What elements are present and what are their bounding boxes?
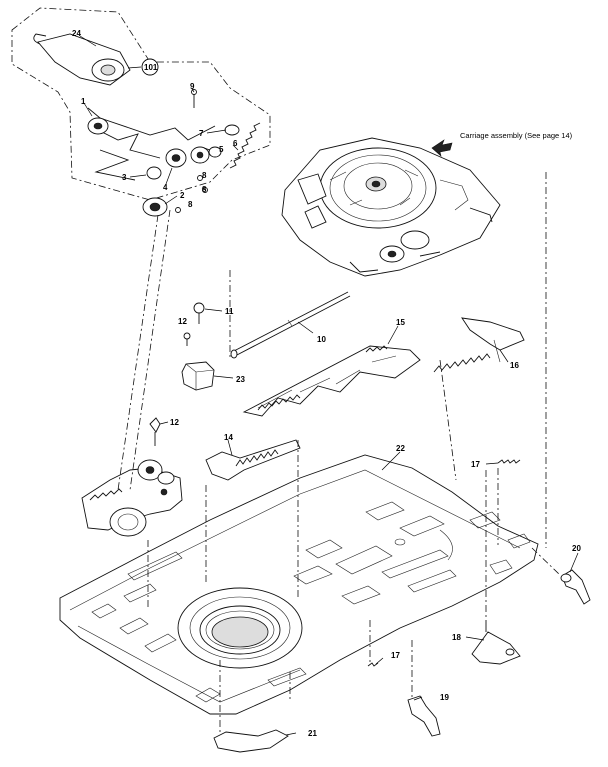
label-11: 11 bbox=[225, 307, 234, 316]
alignment-lines bbox=[117, 172, 561, 735]
label-7: 7 bbox=[199, 129, 204, 138]
label-8a: 8 bbox=[202, 171, 207, 180]
slide-plate-15 bbox=[242, 345, 421, 417]
label-10: 10 bbox=[317, 335, 326, 344]
loading-motor-assembly bbox=[81, 417, 183, 537]
label-1: 1 bbox=[81, 97, 86, 106]
lever-16 bbox=[433, 317, 525, 373]
label-20: 20 bbox=[572, 544, 581, 553]
label-24: 24 bbox=[72, 29, 81, 38]
label-17a: 17 bbox=[471, 460, 480, 469]
label-19: 19 bbox=[440, 693, 449, 702]
spring-17 bbox=[367, 459, 521, 667]
lever-20 bbox=[560, 569, 591, 605]
bracket-23 bbox=[181, 302, 215, 391]
main-chassis bbox=[59, 454, 539, 715]
label-18: 18 bbox=[452, 633, 461, 642]
lever-14 bbox=[205, 439, 301, 481]
label-8b: 8 bbox=[202, 185, 207, 194]
label-12b: 12 bbox=[170, 418, 179, 427]
motor-gear-subassembly bbox=[11, 7, 271, 217]
lever-18 bbox=[471, 620, 521, 665]
label-101-circle bbox=[141, 58, 159, 76]
label-15: 15 bbox=[396, 318, 405, 327]
label-8c: 8 bbox=[188, 200, 193, 209]
lever-19 bbox=[407, 695, 441, 737]
guide-shaft bbox=[230, 291, 351, 359]
carriage-assembly bbox=[281, 137, 501, 277]
carriage-assembly-note: Carriage assembly (See page 14) bbox=[460, 131, 573, 140]
label-23: 23 bbox=[236, 375, 245, 384]
part-labels: 24 101 9 1 7 6 5 3 4 8 8 8 2 11 12 10 15… bbox=[72, 29, 581, 738]
label-21: 21 bbox=[308, 729, 317, 738]
label-12a: 12 bbox=[178, 317, 187, 326]
lever-21 bbox=[213, 729, 289, 753]
label-101: 101 bbox=[144, 63, 158, 72]
label-5: 5 bbox=[219, 145, 224, 154]
label-6: 6 bbox=[233, 139, 238, 148]
label-22: 22 bbox=[396, 444, 405, 453]
label-16: 16 bbox=[510, 361, 519, 370]
label-4: 4 bbox=[163, 183, 168, 192]
label-17b: 17 bbox=[391, 651, 400, 660]
leader-lines bbox=[79, 35, 579, 736]
label-9: 9 bbox=[190, 82, 195, 91]
label-2: 2 bbox=[180, 191, 185, 200]
label-14: 14 bbox=[224, 433, 233, 442]
label-3: 3 bbox=[122, 173, 127, 182]
